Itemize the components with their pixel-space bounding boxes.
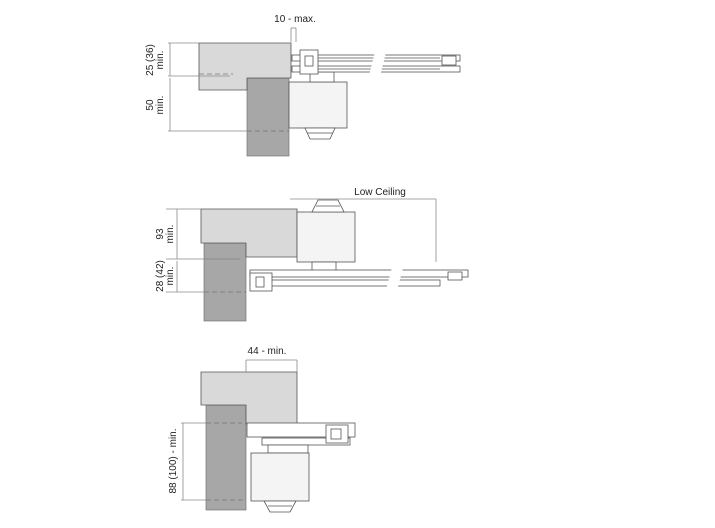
arm-bracket bbox=[299, 49, 319, 75]
arm-rail-upper bbox=[249, 269, 469, 278]
door-frame bbox=[198, 42, 292, 91]
dim-25-36-label: 25 (36) bbox=[145, 44, 156, 76]
dim-10-max-label: 10 - max. bbox=[274, 14, 316, 25]
dim-44-min-label: 44 - min. bbox=[248, 346, 287, 357]
door-leaf bbox=[203, 242, 247, 322]
closer-body bbox=[296, 211, 356, 263]
dim-93-label: 93 bbox=[155, 228, 166, 240]
closer-valve bbox=[263, 500, 297, 513]
diagram-bottom: 44 - min. 88 (100) - min. bbox=[168, 346, 356, 513]
arm-bracket bbox=[249, 272, 273, 292]
diagram-middle: Low Ceiling 93 min. 28 (42) min. bbox=[155, 187, 469, 322]
dim-88-100-label: 88 (100) - min. bbox=[168, 428, 179, 493]
closer-valve bbox=[304, 127, 336, 140]
dim-28-42-label: 28 (42) bbox=[155, 260, 166, 292]
dim-25-min-label: min. bbox=[155, 51, 166, 70]
dim-50-min-label: min. bbox=[155, 96, 166, 115]
arm-slider bbox=[447, 271, 463, 281]
door-frame bbox=[200, 208, 298, 258]
low-ceiling-label: Low Ceiling bbox=[354, 187, 406, 198]
closer-body bbox=[288, 81, 348, 129]
closer-pinion bbox=[267, 444, 309, 454]
dim-28-min-label: min. bbox=[165, 267, 176, 286]
door-leaf bbox=[246, 77, 290, 157]
closer-body bbox=[250, 452, 310, 502]
arm-slider bbox=[441, 55, 457, 66]
diagram-top: 10 - max. 25 (36) min. 50 min. bbox=[145, 14, 461, 157]
arm-slider bbox=[325, 424, 349, 444]
door-leaf bbox=[205, 404, 247, 511]
dim-93-min-label: min. bbox=[165, 225, 176, 244]
arm-rail-lower bbox=[249, 279, 441, 287]
dim-50-label: 50 bbox=[145, 99, 156, 111]
